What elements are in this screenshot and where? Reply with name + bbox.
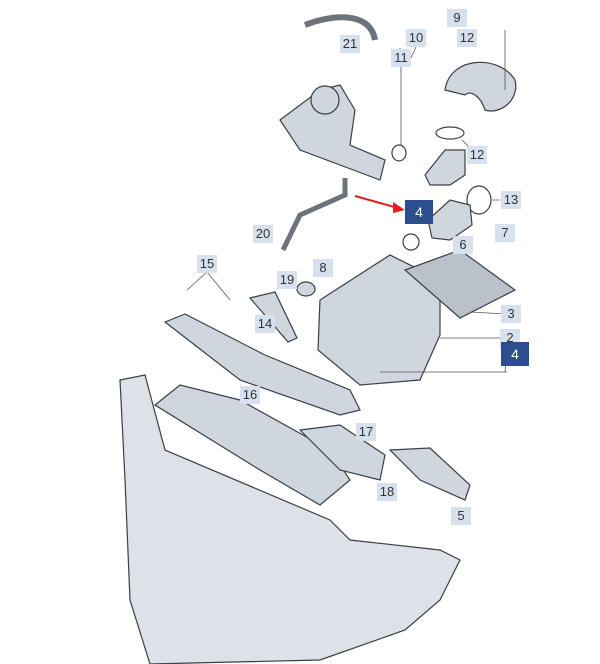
callout-18: 18 (377, 483, 397, 501)
callout-11: 11 (391, 49, 411, 67)
parts (119, 14, 517, 664)
grommet-19 (296, 281, 316, 297)
o-ring-11 (391, 144, 407, 162)
callout-9: 9 (447, 9, 467, 27)
pipe-20 (280, 178, 348, 252)
callout-17: 17 (356, 423, 376, 441)
callout-12: 12 (467, 146, 487, 164)
lock-carrier (119, 374, 461, 664)
part-17 (298, 424, 386, 481)
filter-element-3 (403, 249, 517, 319)
callout-4-highlighted[interactable]: 4 (501, 342, 529, 366)
hose-21 (303, 14, 378, 41)
turbo-housing (310, 85, 340, 115)
air-mass-meter-6 (427, 199, 473, 241)
o-ring (402, 233, 420, 251)
callout-12: 12 (457, 29, 477, 47)
clamp-12 (435, 126, 465, 140)
intake-hose-9 (444, 61, 517, 112)
elbow-10 (424, 149, 466, 186)
air-duct-15 (163, 313, 361, 416)
callout-15: 15 (197, 255, 217, 273)
clamp-13 (466, 185, 492, 215)
callout-13: 13 (501, 191, 521, 209)
callout-19: 19 (277, 271, 297, 289)
callout-7: 7 (495, 224, 515, 242)
callout-3: 3 (501, 305, 521, 323)
air-guide-5 (388, 447, 471, 501)
callout-10: 10 (406, 29, 426, 47)
callout-21: 21 (340, 35, 360, 53)
red-arrow (354, 195, 405, 213)
callout-14: 14 (255, 315, 275, 333)
callout-8: 8 (313, 259, 333, 277)
callout-4-highlighted[interactable]: 4 (405, 200, 433, 224)
callout-16: 16 (240, 386, 260, 404)
air-filter-housing (317, 254, 441, 386)
callout-20: 20 (253, 225, 273, 243)
callout-5: 5 (451, 507, 471, 525)
callout-6: 6 (453, 236, 473, 254)
